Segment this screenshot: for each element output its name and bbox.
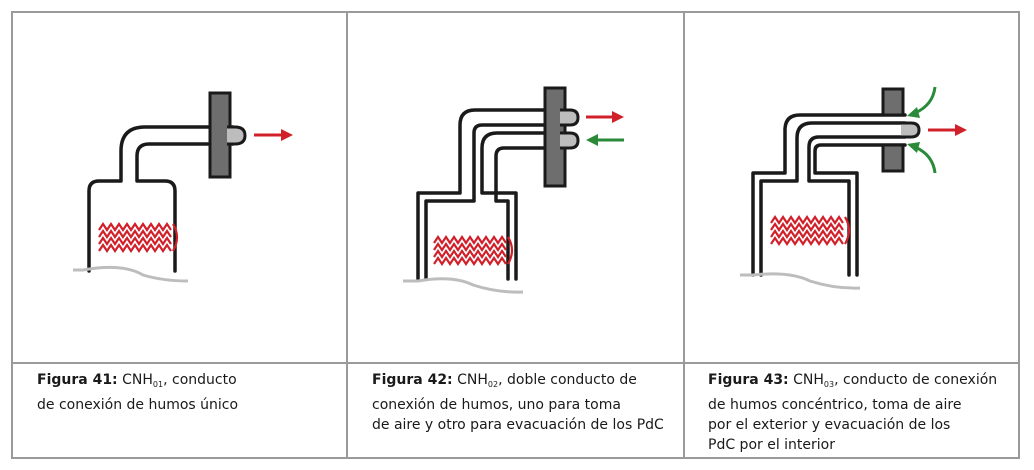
floor [73,265,189,283]
floor [403,277,524,294]
figure-label: Figura 43: [708,372,789,388]
exhaust-arrow-icon [586,111,624,123]
caption-divider [11,362,1020,364]
figure-table-frame [11,11,1020,459]
code-sub: 01 [152,380,164,389]
caption-line: de aire y otro para evacuación de los Pd… [372,417,664,433]
caption-line: de humos concéntrico, toma de aire [708,397,962,413]
caption-text: , conducto [163,372,237,388]
caption-figure-42: Figura 42: CNH02, doble conducto de cone… [372,370,677,435]
caption-line: por el exterior y evacuación de los [708,417,951,433]
intake-arrow-icon [907,142,937,174]
heat-coil-icon [433,235,514,266]
figure-42-diagram [403,86,624,294]
column-divider [346,11,348,459]
wall-lower [881,143,905,173]
figure-label: Figura 42: [372,372,453,388]
code-main: CNH [457,372,488,388]
floor [740,272,861,290]
flue-terminal [227,125,247,146]
exhaust-terminal [560,108,580,127]
boiler-body [751,113,907,277]
code-main: CNH [793,372,824,388]
caption-text: , conducto de conexión [834,372,998,388]
column-divider [683,11,685,459]
flue-terminal [901,121,921,139]
heat-coil-icon [98,222,179,253]
figure-41-diagram [73,91,293,283]
caption-line: conexión de humos, uno para toma [372,397,621,413]
exhaust-arrow-icon [928,124,967,136]
caption-figure-41: Figura 41: CNH01, conducto de conexión d… [37,370,337,415]
code-sub: 02 [487,380,499,389]
intake-arrow-icon [586,134,624,146]
wall-upper [881,87,905,117]
heat-coil-icon [770,215,851,246]
boiler-body [416,108,565,281]
caption-line: PdC por el interior [708,437,835,453]
boiler-body [87,125,235,273]
figure-label: Figura 41: [37,372,118,388]
intake-arrow-icon [907,86,937,118]
caption-figure-43: Figura 43: CNH03, conducto de conexión d… [708,370,1013,455]
caption-text: , doble conducto de [498,372,637,388]
code-main: CNH [122,372,153,388]
code-sub: 03 [823,380,835,389]
intake-terminal [560,131,580,150]
figure-43-diagram [740,86,967,290]
caption-line: de conexión de humos único [37,397,239,413]
exhaust-arrow-icon [254,129,293,141]
